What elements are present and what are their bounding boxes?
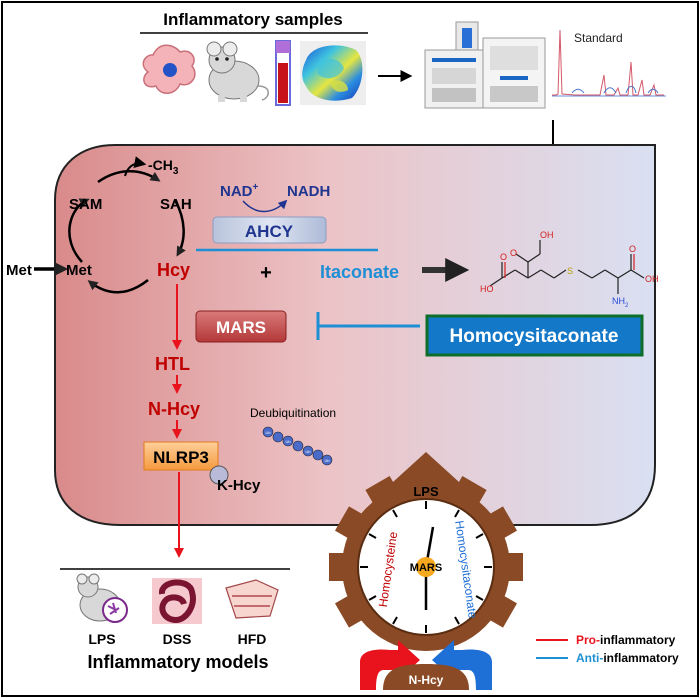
ahcy-enzyme-box: AHCY <box>212 216 327 244</box>
standard-chromatogram: Standard <box>552 29 666 97</box>
structure-atoms: HO O OH O S O OH NH2 <box>480 230 659 309</box>
hcy-label: Hcy <box>157 260 190 280</box>
nlrp3-label: NLRP3 <box>153 448 209 467</box>
hfd-bacon-icon <box>225 579 279 619</box>
svg-text:O: O <box>500 252 507 262</box>
blood-tube-icon <box>275 40 291 106</box>
tissue-heatmap-icon <box>300 41 366 105</box>
ahcy-label: AHCY <box>245 222 294 241</box>
svg-text:Ub: Ub <box>265 430 271 435</box>
methyl-group-label: -CH3 <box>148 157 179 177</box>
amine-label: NH2 <box>612 296 629 309</box>
gear-blue-arrow <box>432 640 492 690</box>
nad-label: NAD+ <box>220 182 259 200</box>
met-outer-label: Met <box>6 262 32 279</box>
svg-text:O: O <box>510 248 517 258</box>
standard-label: Standard <box>574 31 623 45</box>
gear-top-label: LPS <box>413 484 439 499</box>
mouse-icon <box>206 41 269 102</box>
khcy-label: K-Hcy <box>217 477 261 494</box>
gear-red-arrow <box>360 640 420 690</box>
model-lps-label: LPS <box>88 631 115 647</box>
lysine-bead <box>209 465 229 485</box>
svg-text:Ub: Ub <box>324 458 330 463</box>
svg-text:OH: OH <box>645 274 659 284</box>
models-title: Inflammatory models <box>87 652 268 672</box>
nadh-label: NADH <box>287 183 330 200</box>
gear-clock: MARS LPS Homocysteine Homocysitaconate N… <box>329 452 523 690</box>
lps-mouse-icon <box>76 573 128 623</box>
met-inner-label: Met <box>66 262 92 279</box>
ubiquitin-chain: Ub Ub Ub Ub <box>262 426 333 466</box>
gear-center-label: MARS <box>410 562 442 574</box>
legend-pro-label: Pro-inflammatory <box>576 633 676 647</box>
nhcy-label: N-Hcy <box>148 399 200 419</box>
sah-label: SAH <box>160 196 192 213</box>
plus-sign: + <box>260 262 272 284</box>
itaconate-label: Itaconate <box>320 262 399 282</box>
clock-center <box>416 557 436 577</box>
clock-ticks <box>360 501 492 633</box>
model-dss-label: DSS <box>163 631 192 647</box>
homocysitaconate-structure <box>489 240 645 294</box>
svg-text:OH: OH <box>540 230 554 240</box>
model-hfd-label: HFD <box>238 631 267 647</box>
svg-text:S: S <box>567 266 573 276</box>
mass-spectrometer-icon <box>424 21 546 109</box>
methionine-cycle <box>34 156 186 294</box>
svg-text:HO: HO <box>480 284 494 294</box>
mars-enzyme-box: MARS <box>195 310 287 343</box>
dss-colon-icon <box>152 578 202 624</box>
sam-label: SAM <box>69 196 102 213</box>
samples-title: Inflammatory samples <box>163 10 343 29</box>
legend-anti-label: Anti-inflammatory <box>576 651 679 665</box>
deubiquitination-label: Deubiquitination <box>250 406 336 420</box>
macrophage-icon <box>142 44 196 94</box>
legend: Pro-inflammatory Anti-inflammatory <box>536 633 679 665</box>
svg-text:O: O <box>629 244 636 254</box>
htl-label: HTL <box>155 354 190 374</box>
gear-bottom-label: N-Hcy <box>409 673 444 687</box>
nlrp3-box: NLRP3 <box>143 441 219 471</box>
homocysitaconate-box: Homocysitaconate <box>425 314 644 357</box>
svg-text:Ub: Ub <box>285 439 291 444</box>
cell-membrane <box>54 144 656 526</box>
mars-label: MARS <box>216 318 266 337</box>
svg-text:Ub: Ub <box>305 449 311 454</box>
gear-base <box>383 664 469 690</box>
nad-nadh-arrow <box>242 199 288 213</box>
homocysitaconate-label: Homocysitaconate <box>450 326 619 347</box>
